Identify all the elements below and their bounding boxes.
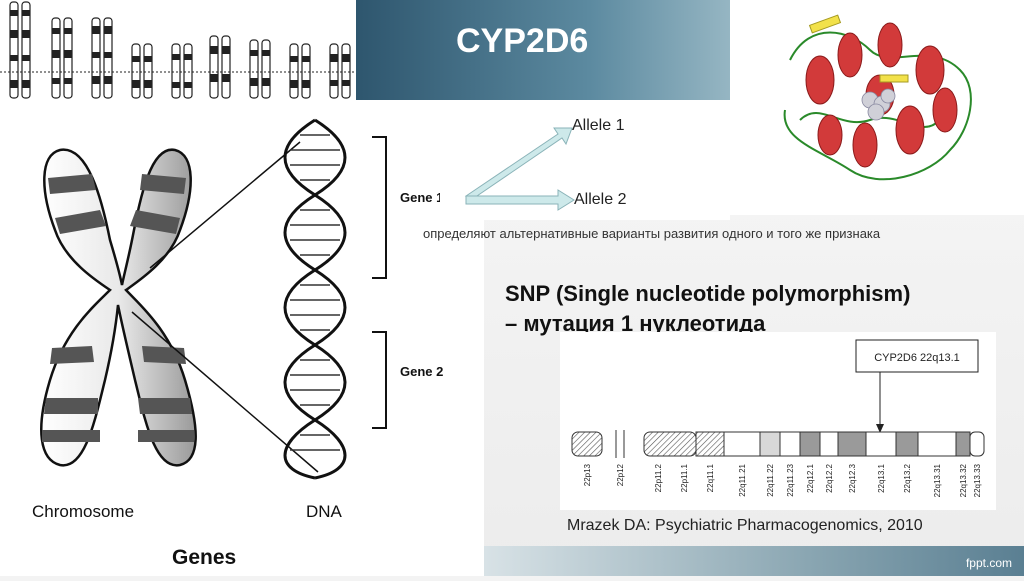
dna-helix — [283, 118, 347, 480]
footer-brand: fppt.com — [965, 556, 1012, 570]
chromosome-shape — [40, 148, 197, 467]
band-p13 — [571, 431, 603, 457]
locus-pointer-head — [876, 424, 884, 433]
band-label: 22q11.21 — [738, 463, 747, 496]
band-q11-1 — [695, 431, 725, 457]
snp-line-2: – мутация 1 нуклеотида — [505, 311, 766, 336]
chromosome-bands — [42, 174, 194, 442]
protein-structure-image — [730, 0, 1024, 215]
allele-diagram — [440, 100, 730, 220]
gene1-bracket — [372, 136, 387, 279]
allele-definition-text: определяют альтернативные варианты разви… — [423, 226, 881, 241]
band-labels: 22p13 22p12 22p11.2 22p11.1 22q11.1 22q11.21 2… — [583, 463, 982, 497]
allele-arrows-svg — [464, 127, 575, 211]
locus-callout-box — [855, 339, 979, 373]
allele2-label: Allele 2 — [574, 191, 627, 208]
band-label: 22p11.1 — [680, 463, 689, 492]
dna-label: DNA — [306, 502, 343, 521]
karyotype-image — [0, 0, 356, 102]
footer-bar — [484, 546, 1024, 576]
band-label: 22q11.23 — [786, 463, 795, 496]
gene2-bracket — [372, 331, 387, 429]
karyotype-svg — [0, 1, 356, 99]
band-label: 22q12.3 — [848, 463, 857, 492]
band-label: 22q13.2 — [903, 463, 912, 492]
band-label: 22p11.2 — [654, 463, 663, 492]
chromosome-label: Chromosome — [32, 502, 134, 521]
band-label: 22p13 — [583, 463, 592, 486]
slide-title: CYP2D6 — [456, 22, 589, 60]
locus-callout-label: CYP2D6 22q13.1 — [874, 352, 960, 364]
band-label: 22q11.1 — [706, 463, 715, 492]
genes-diagram-svg: Gene 1 Gene 2 Chromosome DNA Genes — [32, 118, 443, 569]
citation-text: Mrazek DA: Psychiatric Pharmacogenomics,… — [567, 517, 923, 534]
allele1-label: Allele 1 — [572, 117, 625, 134]
band-label: 22q12.2 — [825, 463, 834, 492]
snp-heading: SNP (Single nucleotide polymorphism) – м… — [505, 279, 910, 339]
zoom-line-top — [149, 141, 301, 269]
band-label: 22q13.32 — [959, 463, 968, 497]
arrow-allele1 — [464, 127, 573, 199]
band-p11 — [643, 431, 697, 457]
snp-line-1: SNP (Single nucleotide polymorphism) — [505, 281, 911, 306]
band-label: 22q13.33 — [973, 463, 982, 497]
band-label: 22q11.22 — [766, 463, 775, 496]
gene2-label: Gene 2 — [400, 364, 443, 379]
dna-rungs — [290, 134, 340, 451]
band-label: 22q13.1 — [877, 463, 886, 492]
gene1-label: Gene 1 — [400, 190, 443, 205]
protein-structure-svg — [783, 14, 972, 181]
band-label: 22p12 — [616, 463, 625, 486]
genes-diagram: Gene 1 Gene 2 Chromosome DNA Genes — [0, 100, 484, 576]
genes-label: Genes — [172, 546, 236, 569]
band-label: 22q12.1 — [806, 463, 815, 492]
band-label: 22q13.31 — [933, 463, 942, 497]
arrow-allele2 — [465, 189, 575, 211]
